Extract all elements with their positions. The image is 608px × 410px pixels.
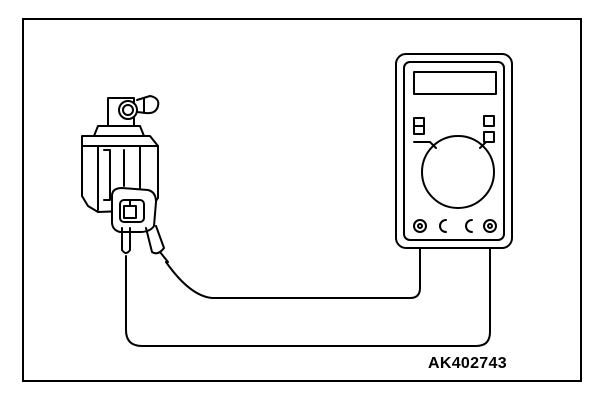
meter-case: [395, 53, 513, 249]
solenoid-valve-icon: [81, 95, 169, 267]
meter-jack-3: [465, 219, 473, 233]
figure-frame: [22, 18, 582, 382]
meter-display: [413, 71, 497, 95]
valve-collar: [93, 125, 145, 137]
valve-connector: [111, 187, 157, 233]
meter-jack-4: [483, 219, 497, 233]
meter-dial: [421, 135, 495, 209]
multimeter-icon: [395, 53, 513, 249]
test-lead-upper: [165, 231, 421, 299]
valve-side-nipple: [136, 95, 160, 115]
probe-left: [121, 227, 131, 254]
valve-port-ring: [118, 100, 138, 120]
meter-jack-1: [413, 219, 427, 233]
meter-jack-2: [439, 219, 447, 233]
test-lead-lower: [125, 231, 491, 347]
probe-right: [145, 225, 165, 255]
meter-button-right-top: [483, 115, 495, 127]
figure-code: AK402743: [428, 355, 507, 372]
meter-button-right-bottom: [483, 131, 495, 143]
